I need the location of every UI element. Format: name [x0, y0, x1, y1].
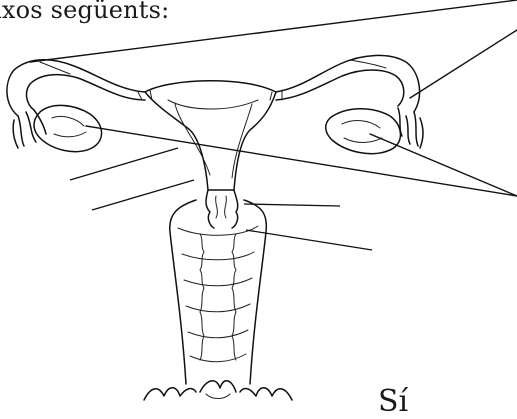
cervix	[206, 190, 238, 228]
leader-line-right-tube	[410, 30, 517, 98]
answer-blank-2	[92, 180, 194, 210]
answer-blank-1	[70, 148, 178, 180]
leader-line-left-ovary	[86, 126, 517, 196]
right-ovary	[326, 109, 401, 154]
answer-blanks	[70, 148, 372, 250]
answer-blank-3	[244, 204, 340, 206]
footer-text: Sí	[378, 384, 408, 419]
uterus	[145, 81, 276, 190]
leader-line-left-tube	[30, 0, 517, 62]
vulva	[144, 381, 292, 400]
vagina	[170, 200, 267, 384]
leader-line-right-ovary	[370, 134, 517, 196]
